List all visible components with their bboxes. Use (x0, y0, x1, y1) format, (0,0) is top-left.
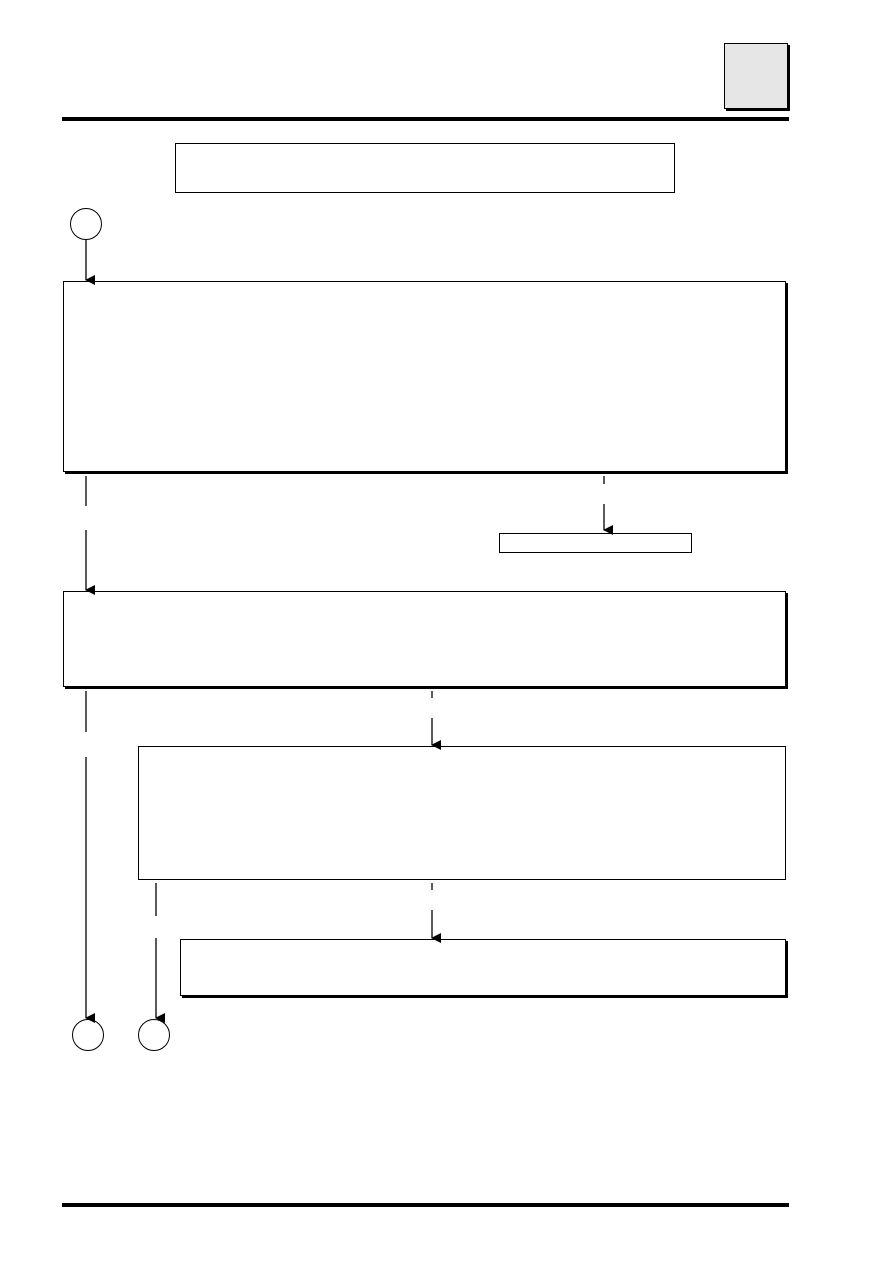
title-box (175, 143, 675, 193)
start-connector (70, 208, 102, 240)
end-connector-a (72, 1019, 104, 1051)
step1-box (63, 281, 786, 472)
step4-box (180, 939, 786, 996)
step2-box (63, 591, 786, 687)
step1-result-box (499, 533, 692, 553)
header-rule (62, 117, 789, 121)
footer-rule (62, 1203, 789, 1207)
end-connector-b (138, 1019, 170, 1051)
section-tab (724, 43, 788, 109)
step3-box (138, 746, 786, 880)
